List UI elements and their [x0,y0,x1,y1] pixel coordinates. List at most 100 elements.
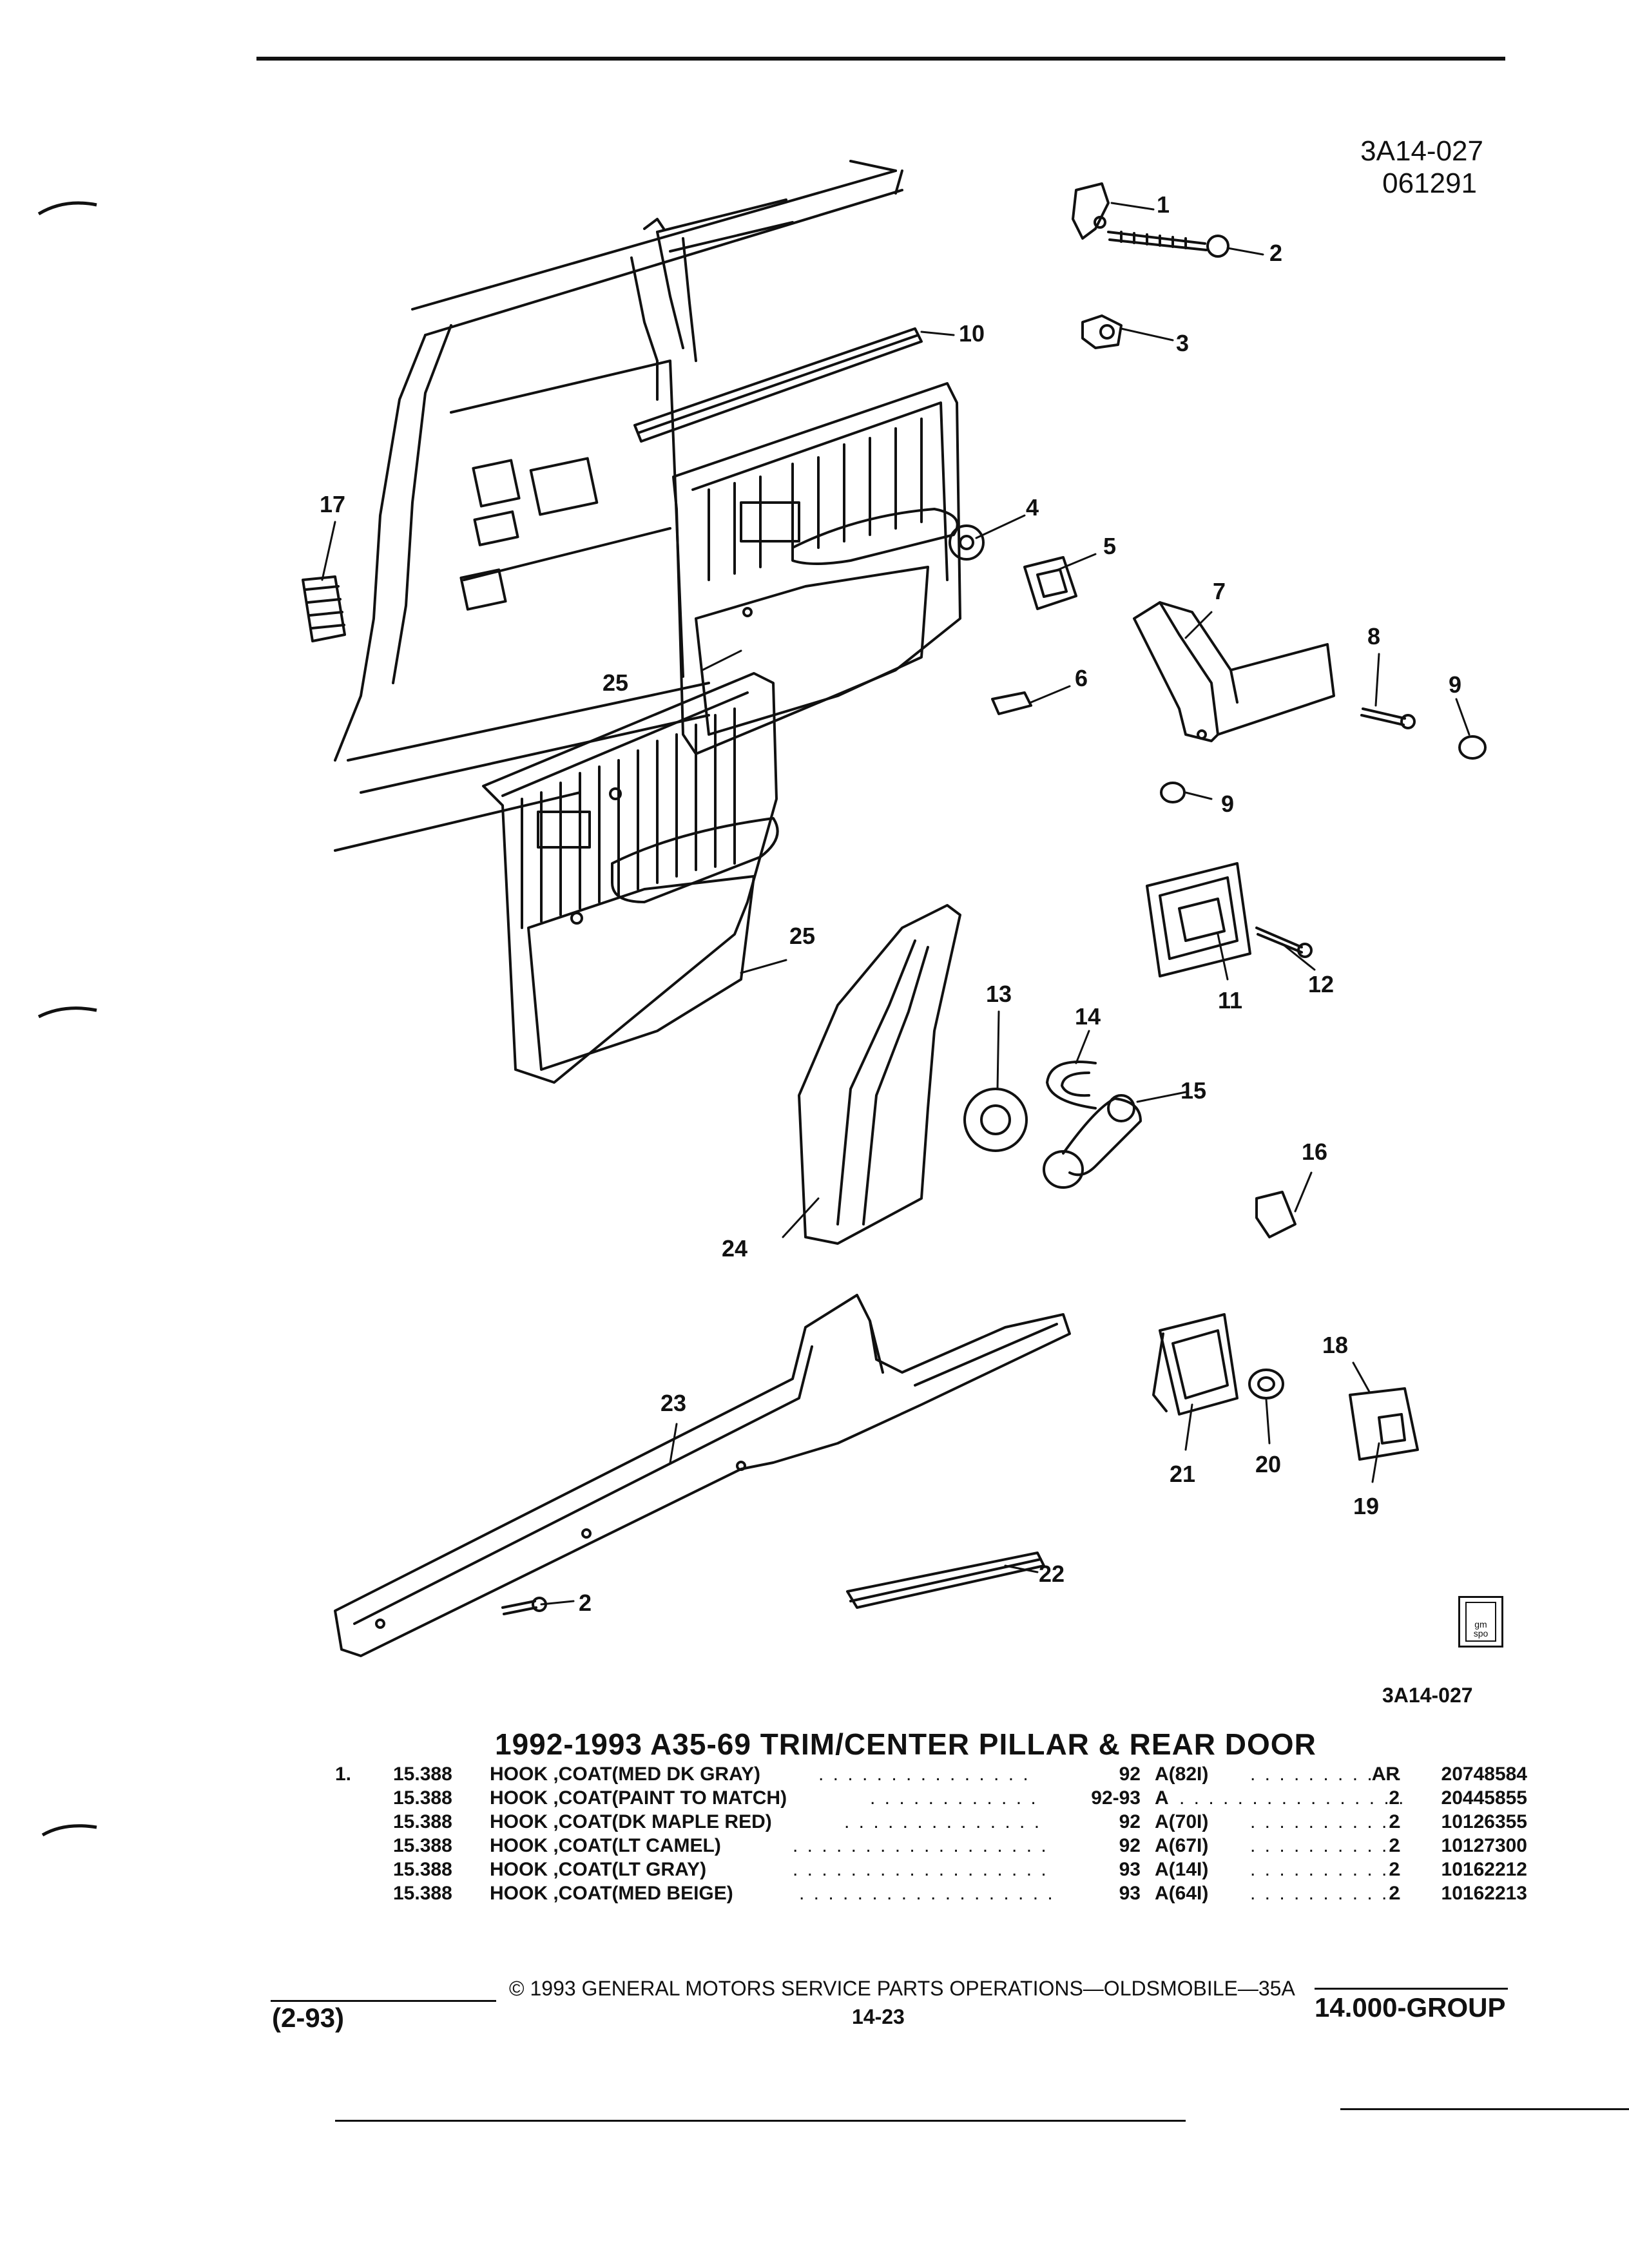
part-3-nut [1081,314,1123,349]
svg-text:13: 13 [986,981,1012,1007]
table-row: 15.388 HOOK ,COAT(LT CAMEL) . . . . . . … [316,1834,1527,1858]
part-24-pillar [798,904,961,1245]
svg-text:12: 12 [1308,971,1334,997]
leader-dots: . . . . . . . . . . . . . . [844,1811,1042,1832]
table-row: 15.388 HOOK ,COAT(LT GRAY) . . . . . . .… [316,1858,1527,1881]
header-date-code: 061291 [1382,168,1477,199]
svg-text:4: 4 [1026,494,1039,521]
leader-dots: . . . . . . . . . . . . . . . . . . [793,1835,1048,1856]
footer-date: (2-93) [272,2003,345,2033]
part-14-clip [1046,1061,1097,1110]
footer-rule-left [271,2000,496,2002]
svg-text:18: 18 [1322,1332,1348,1358]
table-row: 1. 15.388 HOOK ,COAT(MED DK GRAY) . . . … [316,1762,1527,1786]
row-qty: 2 [1389,1811,1400,1832]
row-part-number: 20445855 [1441,1787,1527,1809]
leader-dots: . . . . . . . . . . . [1250,1811,1404,1832]
top-rule [256,57,1505,61]
part-11-bezel [1146,862,1313,977]
svg-text:2: 2 [579,1590,592,1616]
svg-text:10: 10 [959,320,985,347]
footer-group: 14.000-GROUP [1315,1992,1506,2023]
row-description: HOOK ,COAT(LT CAMEL) [490,1835,721,1856]
row-catalog: 15.388 [393,1763,452,1785]
bottom-rule [335,2120,1186,2122]
margin-marks [37,201,97,1837]
leader-dots: . . . . . . . . . . . [1250,1763,1404,1785]
part-10-sweep [633,327,923,443]
row-part-number: 10162213 [1441,1883,1527,1904]
leader-dots: . . . . . . . . . . . . . . . . . . [793,1859,1048,1880]
part-16-clip [1255,1191,1296,1238]
footer-rule-right [1315,1988,1508,1990]
part-22-step [846,1552,1045,1609]
svg-text:21: 21 [1170,1461,1195,1487]
header-ref-code: 3A14-027 [1360,135,1483,167]
parts-table: 1. 15.388 HOOK ,COAT(MED DK GRAY) . . . … [316,1762,1527,1905]
part-2-lower-screw [501,1597,547,1615]
svg-text:6: 6 [1075,665,1088,691]
part-9-plug [1160,735,1487,803]
row-description: HOOK ,COAT(PAINT TO MATCH) [490,1787,787,1809]
svg-text:3: 3 [1176,330,1189,356]
row-year: 93 [1119,1883,1141,1904]
part-13-escutcheon [963,1088,1028,1152]
parts-diagram: 1 2 3 4 5 6 7 8 9 9 10 11 12 13 14 15 16… [302,160,1487,1657]
svg-text:9: 9 [1221,791,1234,817]
row-catalog: 15.388 [393,1787,452,1809]
part-23-sill [334,1294,1071,1657]
row-code: A(14I) [1155,1859,1209,1880]
part-4-clip [949,524,985,561]
row-catalog: 15.388 [393,1835,452,1856]
part-6-clip [991,691,1032,715]
row-year: 92 [1119,1811,1141,1832]
svg-text:2: 2 [1269,240,1282,266]
part-2-screw [1107,231,1229,258]
footer-copyright: © 1993 GENERAL MOTORS SERVICE PARTS OPER… [509,1977,1295,2000]
row-part-number: 10126355 [1441,1811,1527,1832]
svg-text:20: 20 [1255,1451,1281,1477]
table-row: 15.388 HOOK ,COAT(MED BEIGE) . . . . . .… [316,1881,1527,1905]
row-code: A(67I) [1155,1835,1209,1856]
svg-text:17: 17 [320,491,345,517]
part-17-vent [302,575,346,642]
svg-text:25: 25 [602,669,628,696]
leader-lines [321,202,1470,1606]
row-qty: 2 [1389,1859,1400,1880]
car-body-outline [334,160,903,852]
leader-dots: . . . . . . . . . . . . . . . . [1179,1787,1406,1809]
row-catalog: 15.388 [393,1859,452,1880]
part-8-screw [1360,707,1416,729]
part-21-bezel [1152,1313,1239,1416]
svg-text:8: 8 [1367,623,1380,649]
callout-numbers: 1 2 3 4 5 6 7 8 9 9 10 11 12 13 14 15 16… [320,191,1461,1616]
svg-text:9: 9 [1449,671,1461,698]
row-year: 93 [1119,1859,1141,1880]
part-15-handle [1043,1094,1142,1189]
row-year: 92-93 [1091,1787,1141,1809]
row-code: A(82I) [1155,1763,1209,1785]
svg-text:24: 24 [722,1235,747,1262]
svg-text:7: 7 [1213,578,1226,604]
leader-dots: . . . . . . . . . . . [1250,1883,1404,1904]
part-7-armrest [1133,601,1335,742]
part-5-bezel [1023,556,1077,610]
row-year: 92 [1119,1835,1141,1856]
leader-dots: . . . . . . . . . . . [1250,1859,1404,1880]
svg-text:23: 23 [660,1390,686,1416]
leader-dots: . . . . . . . . . . . . . . . . . . [799,1883,1055,1904]
svg-text:25: 25 [789,923,815,949]
part-25-upper-panel [672,382,961,755]
svg-text:16: 16 [1302,1139,1327,1165]
svg-text:11: 11 [1218,987,1242,1014]
row-catalog: 15.388 [393,1883,452,1904]
table-row: 15.388 HOOK ,COAT(DK MAPLE RED) . . . . … [316,1810,1527,1834]
diagram-ref-label: 3A14-027 [1382,1684,1473,1707]
row-description: HOOK ,COAT(MED DK GRAY) [490,1763,760,1785]
row-qty: 2 [1389,1835,1400,1856]
row-code: A [1155,1787,1169,1809]
svg-text:19: 19 [1353,1493,1379,1519]
svg-text:22: 22 [1039,1561,1065,1587]
row-description: HOOK ,COAT(LT GRAY) [490,1859,707,1880]
